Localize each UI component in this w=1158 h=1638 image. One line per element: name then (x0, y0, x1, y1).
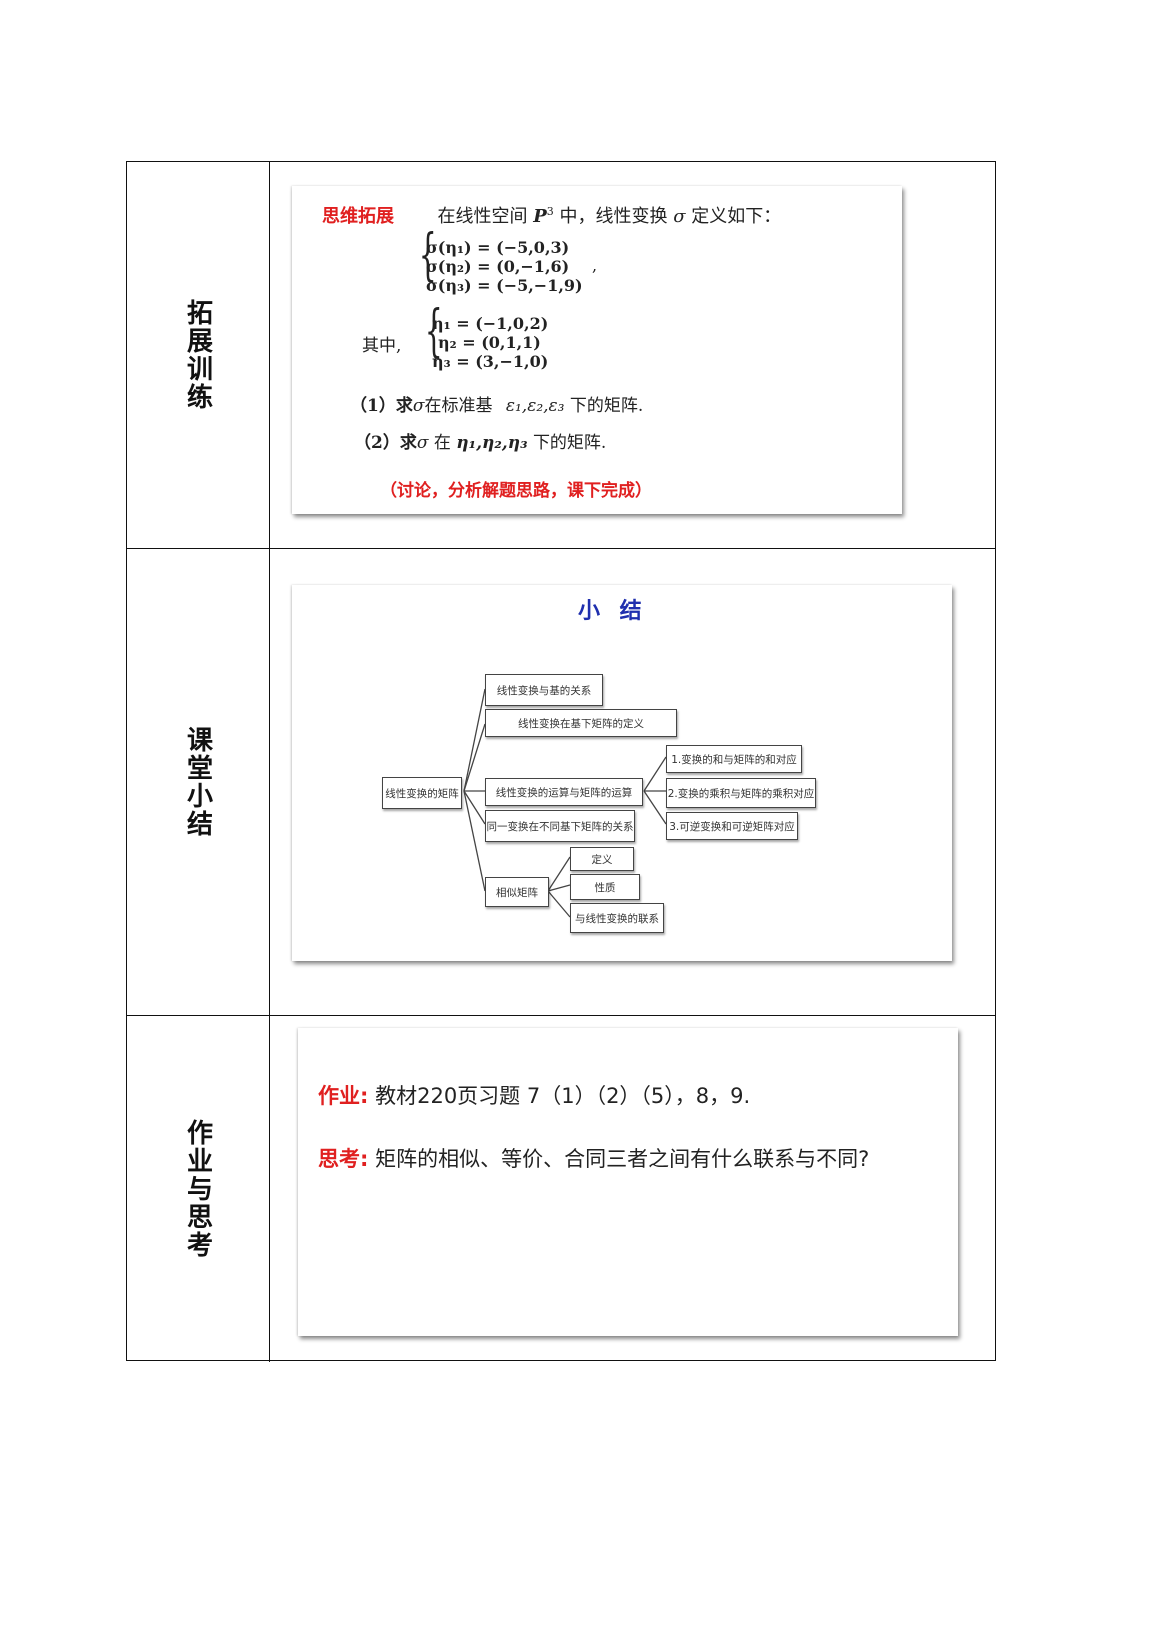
connector (547, 884, 571, 892)
sigma-symbol: σ (416, 433, 429, 453)
sigma-comma: , (592, 256, 598, 275)
connector (463, 723, 486, 792)
row-extension: 拓展训练 (127, 162, 995, 548)
section-label: 作业与思考 (182, 1119, 213, 1259)
summary-slide: 小 结 线性变换的矩阵 线性变换与基的关系 线性变换在基下矩阵的定义 线性变换的… (292, 585, 952, 961)
mindmap-leaf: 1.变换的和与矩阵的和对应 (666, 745, 802, 773)
mindmap-branch: 线性变换的运算与矩阵的运算 (485, 778, 643, 806)
mindmap-leaf: 与线性变换的联系 (570, 903, 664, 933)
think-line: 思考: 矩阵的相似、等价、合同三者之间有什么联系与不同? (318, 1143, 869, 1173)
connector (643, 790, 667, 825)
extension-slide: 思维拓展 在线性空间 P3 中，线性变换 σ 定义如下： { σ(η₁) = (… (292, 186, 902, 514)
sigma-symbol: σ (673, 206, 686, 227)
row-summary: 课堂小结 (127, 548, 995, 1015)
summary-title: 小 结 (578, 599, 648, 624)
q1-prefix: （1）求 (350, 396, 413, 416)
question-1: （1）求σ在标准基 ε₁,ε₂,ε₃ 下的矩阵. (350, 391, 643, 416)
connector (547, 856, 571, 892)
mindmap-leaf: 性质 (570, 874, 640, 900)
mindmap-leaf: 3.可逆变换和可逆矩阵对应 (666, 812, 798, 840)
mindmap-branch: 线性变换在基下矩阵的定义 (485, 709, 677, 737)
section-label: 课堂小结 (182, 726, 213, 838)
homework-slide: 作业: 教材220页习题 7（1）（2）（5），8，9. 思考: 矩阵的相似、等… (298, 1028, 958, 1336)
intro-text: 在线性空间 (437, 206, 528, 227)
mindmap-branch: 同一变换在不同基下矩阵的关系 (485, 810, 635, 842)
layout-table: 拓展训练 课堂小结 作业与思考 (126, 161, 996, 1362)
homework-line: 作业: 教材220页习题 7（1）（2）（5），8，9. (318, 1080, 750, 1110)
q2-mid: 在 (433, 433, 451, 453)
where-label: 其中, (362, 336, 402, 356)
q1-suffix: 下的矩阵. (569, 396, 644, 416)
q2-suffix: 下的矩阵. (532, 433, 607, 453)
eta-eq: η₃ = (3,−1,0) (432, 352, 549, 371)
connector (463, 790, 486, 892)
space-sup: 3 (546, 205, 554, 218)
connector (643, 756, 667, 792)
discussion-note: （讨论，分析解题思路，课下完成） (380, 481, 652, 501)
q2-prefix: （2）求 (354, 433, 417, 453)
mindmap-branch: 线性变换与基的关系 (485, 674, 603, 706)
sigma-eq: σ(η₂) = (0,−1,6) (426, 257, 570, 276)
left-brace: { (424, 299, 443, 364)
question-2: （2）求σ 在 η₁,η₂,η₃ 下的矩阵. (354, 428, 606, 453)
mindmap-branch: 相似矩阵 (485, 877, 549, 907)
homework-text: 教材220页习题 7（1）（2）（5），8，9. (375, 1084, 751, 1108)
connector (547, 890, 571, 918)
mindmap-root: 线性变换的矩阵 (382, 777, 462, 809)
sigma-eq: σ(η₁) = (−5,0,3) (426, 238, 570, 257)
think-text: 矩阵的相似、等价、合同三者之间有什么联系与不同? (375, 1147, 870, 1171)
extension-intro-line: 思维拓展 在线性空间 P3 中，线性变换 σ 定义如下： (322, 202, 781, 228)
q2-basis: η₁,η₂,η₃ (456, 433, 528, 453)
intro-text-2: 中，线性变换 (559, 206, 668, 227)
extension-heading: 思维拓展 (322, 206, 394, 227)
q1-basis: ε₁,ε₂,ε₃ (505, 396, 565, 416)
row-homework: 作业与思考 (127, 1015, 995, 1362)
space-symbol: P (533, 206, 547, 227)
sigma-system: σ(η₁) = (−5,0,3) σ(η₂) = (0,−1,6) σ(η₃) … (426, 238, 583, 295)
think-label: 思考: (318, 1147, 369, 1171)
label-cell: 拓展训练 (127, 162, 270, 548)
section-label: 拓展训练 (182, 299, 213, 411)
left-brace: { (418, 223, 437, 288)
mindmap-connectors (463, 688, 667, 918)
eta-system: η₁ = (−1,0,2) η₂ = (0,1,1) η₃ = (3,−1,0) (432, 314, 548, 371)
sigma-symbol: σ (412, 396, 425, 416)
mindmap-leaf: 2.变换的乘积与矩阵的乘积对应 (666, 778, 816, 808)
homework-label: 作业: (318, 1084, 369, 1108)
label-cell: 作业与思考 (127, 1016, 270, 1362)
q1-mid: 在标准基 (424, 396, 493, 416)
label-cell: 课堂小结 (127, 549, 270, 1015)
connector (463, 688, 486, 792)
eta-eq: η₂ = (0,1,1) (438, 333, 541, 352)
intro-text-3: 定义如下： (691, 206, 782, 227)
sigma-eq: σ(η₃) = (−5,−1,9) (426, 276, 583, 295)
mindmap-leaf: 定义 (570, 847, 634, 871)
connector (463, 790, 486, 825)
eta-eq: η₁ = (−1,0,2) (432, 314, 549, 333)
